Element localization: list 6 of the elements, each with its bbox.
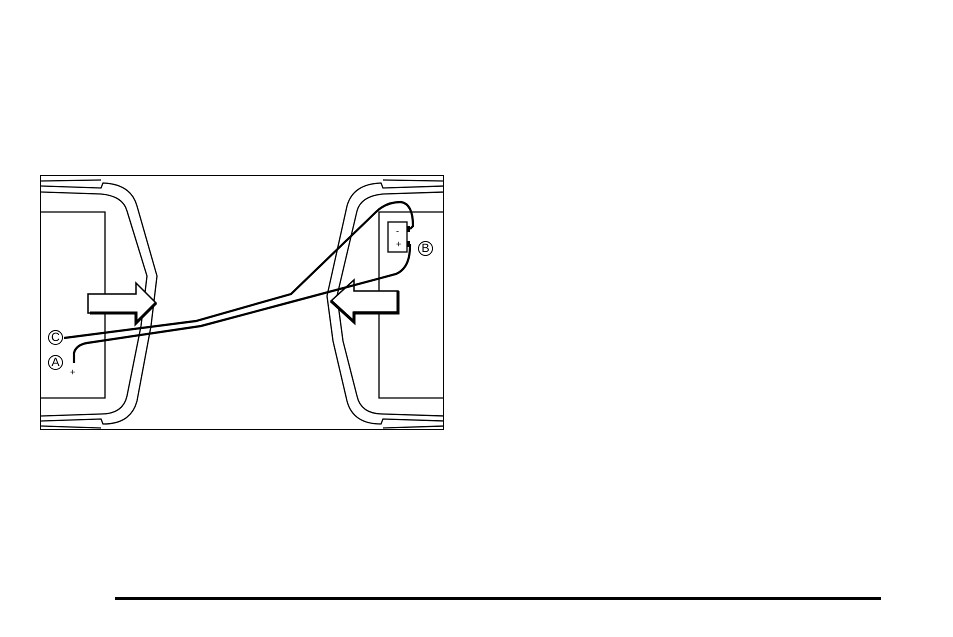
- plus-sign: +: [396, 240, 402, 249]
- minus-sign: -: [396, 227, 399, 236]
- callout-letter: B: [418, 241, 433, 256]
- callout-letter: C: [48, 330, 63, 345]
- plus-sign: +: [70, 368, 76, 377]
- callout-letter: A: [48, 355, 63, 370]
